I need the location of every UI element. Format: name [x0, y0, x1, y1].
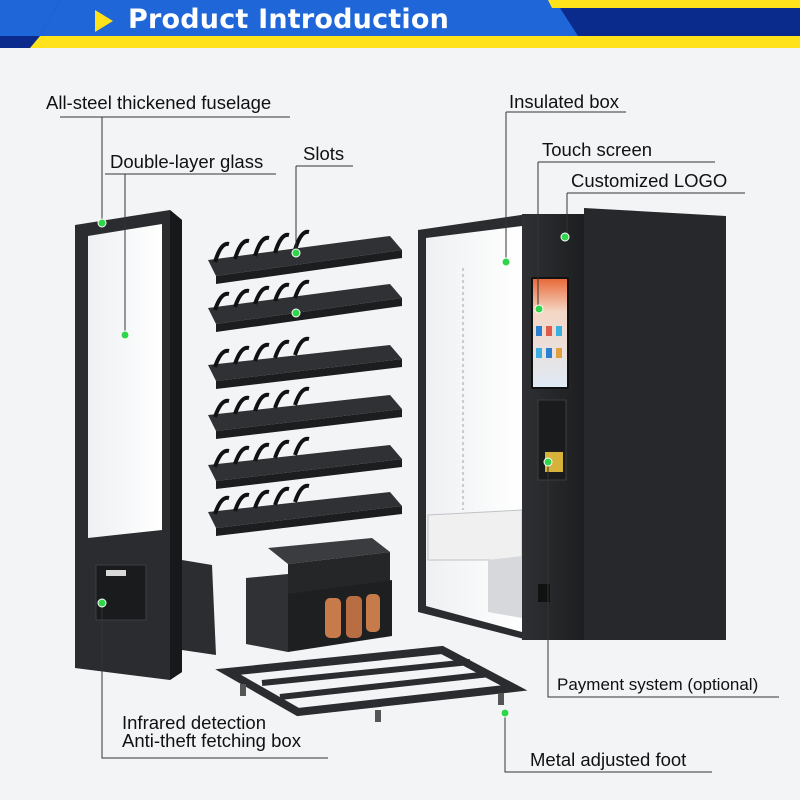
banner-shapes: [0, 0, 800, 48]
slot-tray: [208, 386, 402, 439]
label-customized-logo: Customized LOGO: [571, 170, 728, 191]
door-glass-panel: [88, 224, 162, 538]
label-anti-theft-box: Anti-theft fetching box: [122, 730, 301, 751]
label-adjusted-foot: Metal adjusted foot: [530, 749, 687, 770]
door: [75, 210, 182, 680]
label-infrared-detection: Infrared detection: [122, 712, 266, 733]
label-insulated-box: Insulated box: [509, 91, 620, 112]
marker-dot: [120, 330, 130, 340]
label-touch-screen: Touch screen: [542, 139, 653, 160]
header-banner: Product Introduction: [0, 0, 800, 48]
marker-dot: [291, 248, 301, 258]
label-payment-system: Payment system (optional): [557, 675, 759, 694]
slot-tray: [208, 436, 402, 489]
slot-tray: [208, 336, 402, 389]
label-slots: Slots: [303, 143, 345, 164]
side-panel: [182, 560, 216, 655]
base-frame: [215, 645, 528, 722]
cabinet: [418, 208, 726, 640]
play-arrow-icon: [95, 10, 113, 32]
label-fuselage: All-steel thickened fuselage: [46, 92, 272, 113]
page-title: Product Introduction: [128, 4, 450, 35]
marker-dot: [97, 598, 107, 608]
cabinet-side: [584, 208, 726, 640]
slot-tray: [208, 279, 402, 332]
slot-trays: [208, 229, 402, 536]
label-glass: Double-layer glass: [110, 151, 264, 172]
marker-dot: [291, 308, 301, 318]
marker-dot: [543, 457, 553, 467]
marker-dot: [500, 708, 510, 718]
marker-dot: [560, 232, 570, 242]
refrigeration-unit: [246, 538, 392, 652]
leader-lines: [60, 111, 779, 773]
slot-tray: [208, 483, 402, 536]
slot-tray: [208, 229, 402, 284]
marker-dot: [501, 257, 511, 267]
marker-dot: [534, 304, 544, 314]
marker-dot: [97, 218, 107, 228]
